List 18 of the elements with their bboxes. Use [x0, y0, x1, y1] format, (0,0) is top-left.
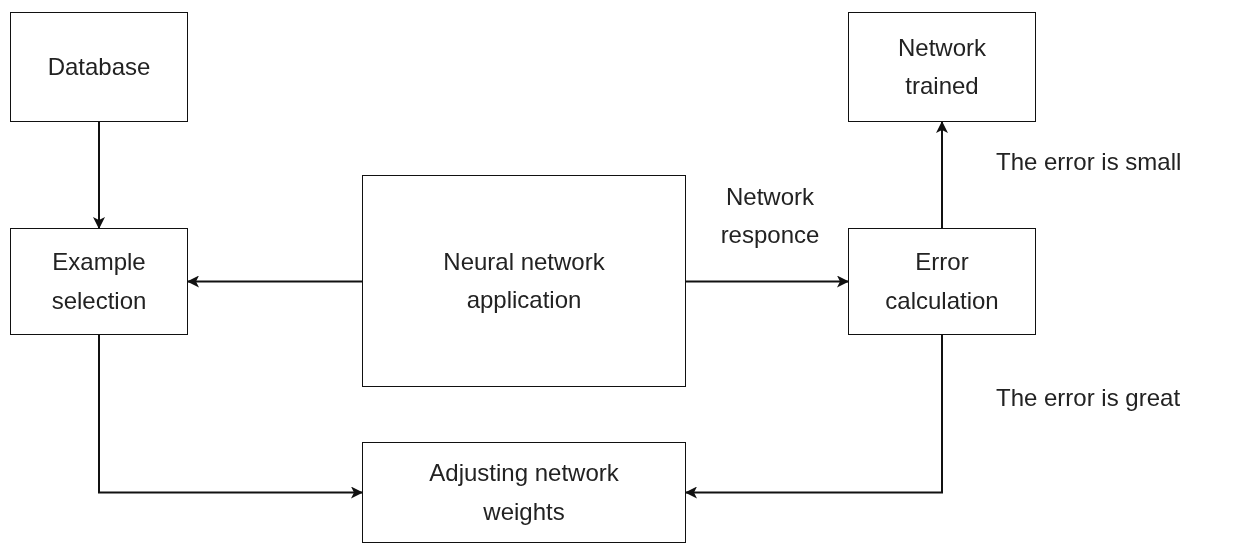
arrow: [936, 121, 948, 229]
process-box: [10, 228, 188, 335]
box-label: Network trained: [897, 32, 987, 101]
box-label: Adjusting network weights: [428, 458, 620, 527]
process-box: [848, 228, 1036, 335]
arrow: [93, 121, 105, 229]
arrow: [187, 275, 363, 288]
arrow: [98, 334, 363, 499]
box-label: Error calculation: [884, 247, 1000, 316]
box-label: Example selection: [50, 247, 148, 316]
arrow: [685, 334, 943, 499]
process-box: [362, 442, 686, 543]
box-label: Neural network application: [442, 246, 606, 315]
arrow: [685, 275, 849, 288]
process-box: [848, 12, 1036, 122]
process-box: [10, 12, 188, 122]
box-label: Database: [47, 51, 151, 82]
process-box: [362, 175, 686, 387]
